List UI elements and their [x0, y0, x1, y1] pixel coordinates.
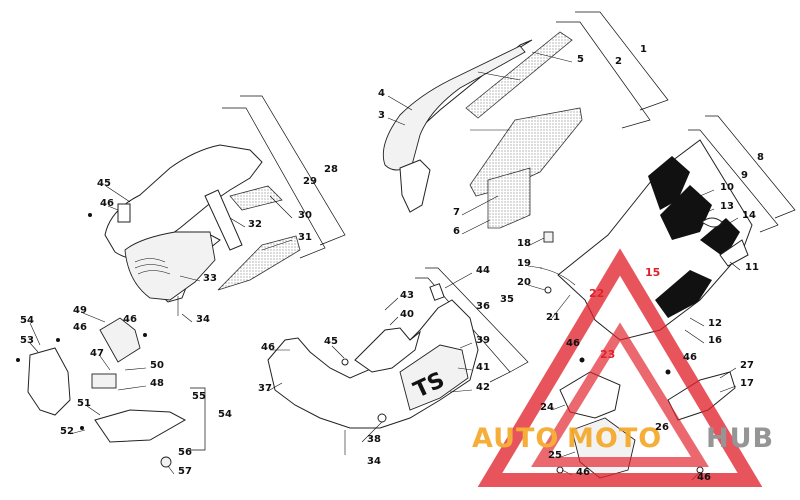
- callout-label-20: 20: [517, 277, 531, 288]
- windshield-assembly: [382, 11, 669, 235]
- callout-label-53: 53: [20, 335, 34, 346]
- watermark-logo: AUTO MOTO HUB: [472, 248, 774, 487]
- callout-label-23: 23: [600, 348, 615, 361]
- callout-label-19: 19: [517, 258, 531, 269]
- right-side-panel-assembly: [527, 115, 796, 344]
- left-small-parts-assembly: [16, 312, 206, 475]
- watermark-text-hub: HUB: [706, 423, 774, 454]
- callout-label-26: 26: [655, 422, 669, 433]
- callout-label-42: 42: [476, 382, 490, 393]
- callout-label-44: 44: [476, 265, 490, 276]
- callout-label-16: 16: [708, 335, 722, 346]
- callout-label-18: 18: [517, 238, 531, 249]
- callout-label-37: 37: [258, 383, 272, 394]
- callout-label-15: 15: [645, 266, 660, 279]
- callout-label-46: 46: [123, 314, 137, 325]
- watermark-triangle-inner: [531, 322, 709, 467]
- callout-label-3: 3: [378, 110, 385, 121]
- callout-label-50: 50: [150, 360, 164, 371]
- callout-label-13: 13: [720, 201, 734, 212]
- callout-label-28: 28: [324, 164, 338, 175]
- callout-label-34: 34: [196, 314, 210, 325]
- callout-label-14: 14: [742, 210, 756, 221]
- callout-labels: 1234567891011121314151617181920212223242…: [20, 44, 764, 483]
- callout-label-34: 34: [367, 456, 381, 467]
- callout-label-57: 57: [178, 466, 192, 477]
- callout-label-55: 55: [192, 391, 206, 402]
- callout-label-51: 51: [77, 398, 91, 409]
- callout-label-33: 33: [203, 273, 217, 284]
- callout-label-11: 11: [745, 262, 759, 273]
- callout-label-30: 30: [298, 210, 312, 221]
- watermark-text-moto: MOTO: [567, 423, 662, 454]
- callout-label-46: 46: [683, 352, 697, 363]
- watermark-text-auto: AUTO: [472, 423, 559, 454]
- callout-label-27: 27: [740, 360, 754, 371]
- callout-label-38: 38: [367, 434, 381, 445]
- callout-label-1: 1: [640, 44, 647, 55]
- callout-label-21: 21: [546, 312, 560, 323]
- callout-label-45: 45: [324, 336, 338, 347]
- watermark-triangle-outer: [477, 248, 763, 487]
- callout-label-47: 47: [90, 348, 104, 359]
- callout-label-46: 46: [576, 467, 590, 478]
- callout-label-25: 25: [548, 450, 562, 461]
- callout-label-36: 36: [476, 301, 490, 312]
- callout-label-46: 46: [100, 198, 114, 209]
- callout-label-12: 12: [708, 318, 722, 329]
- callout-label-40: 40: [400, 309, 414, 320]
- callout-label-17: 17: [740, 378, 754, 389]
- callout-label-46: 46: [261, 342, 275, 353]
- belly-pan-assembly: TS: [267, 267, 529, 455]
- callout-label-46: 46: [566, 338, 580, 349]
- callout-label-49: 49: [73, 305, 87, 316]
- callout-label-9: 9: [741, 170, 748, 181]
- callout-label-10: 10: [720, 182, 734, 193]
- callout-label-45: 45: [97, 178, 111, 189]
- callout-label-56: 56: [178, 447, 192, 458]
- callout-label-2: 2: [615, 56, 622, 67]
- callout-label-8: 8: [757, 152, 764, 163]
- left-inner-panel-assembly: [88, 95, 346, 323]
- callout-label-46: 46: [697, 472, 711, 483]
- callout-label-54: 54: [20, 315, 34, 326]
- callout-label-52: 52: [60, 426, 74, 437]
- callout-label-24: 24: [540, 402, 554, 413]
- callout-label-6: 6: [453, 226, 460, 237]
- callout-label-39: 39: [476, 335, 490, 346]
- callout-label-5: 5: [577, 54, 584, 65]
- callout-label-48: 48: [150, 378, 164, 389]
- callout-label-31: 31: [298, 232, 312, 243]
- callout-label-46: 46: [73, 322, 87, 333]
- callout-label-41: 41: [476, 362, 490, 373]
- callout-label-32: 32: [248, 219, 262, 230]
- callout-label-22: 22: [589, 287, 604, 300]
- callout-label-4: 4: [378, 88, 385, 99]
- callout-label-7: 7: [453, 207, 460, 218]
- callout-label-54: 54: [218, 409, 232, 420]
- callout-label-35: 35: [500, 294, 514, 305]
- callout-label-43: 43: [400, 290, 414, 301]
- callout-label-29: 29: [303, 176, 317, 187]
